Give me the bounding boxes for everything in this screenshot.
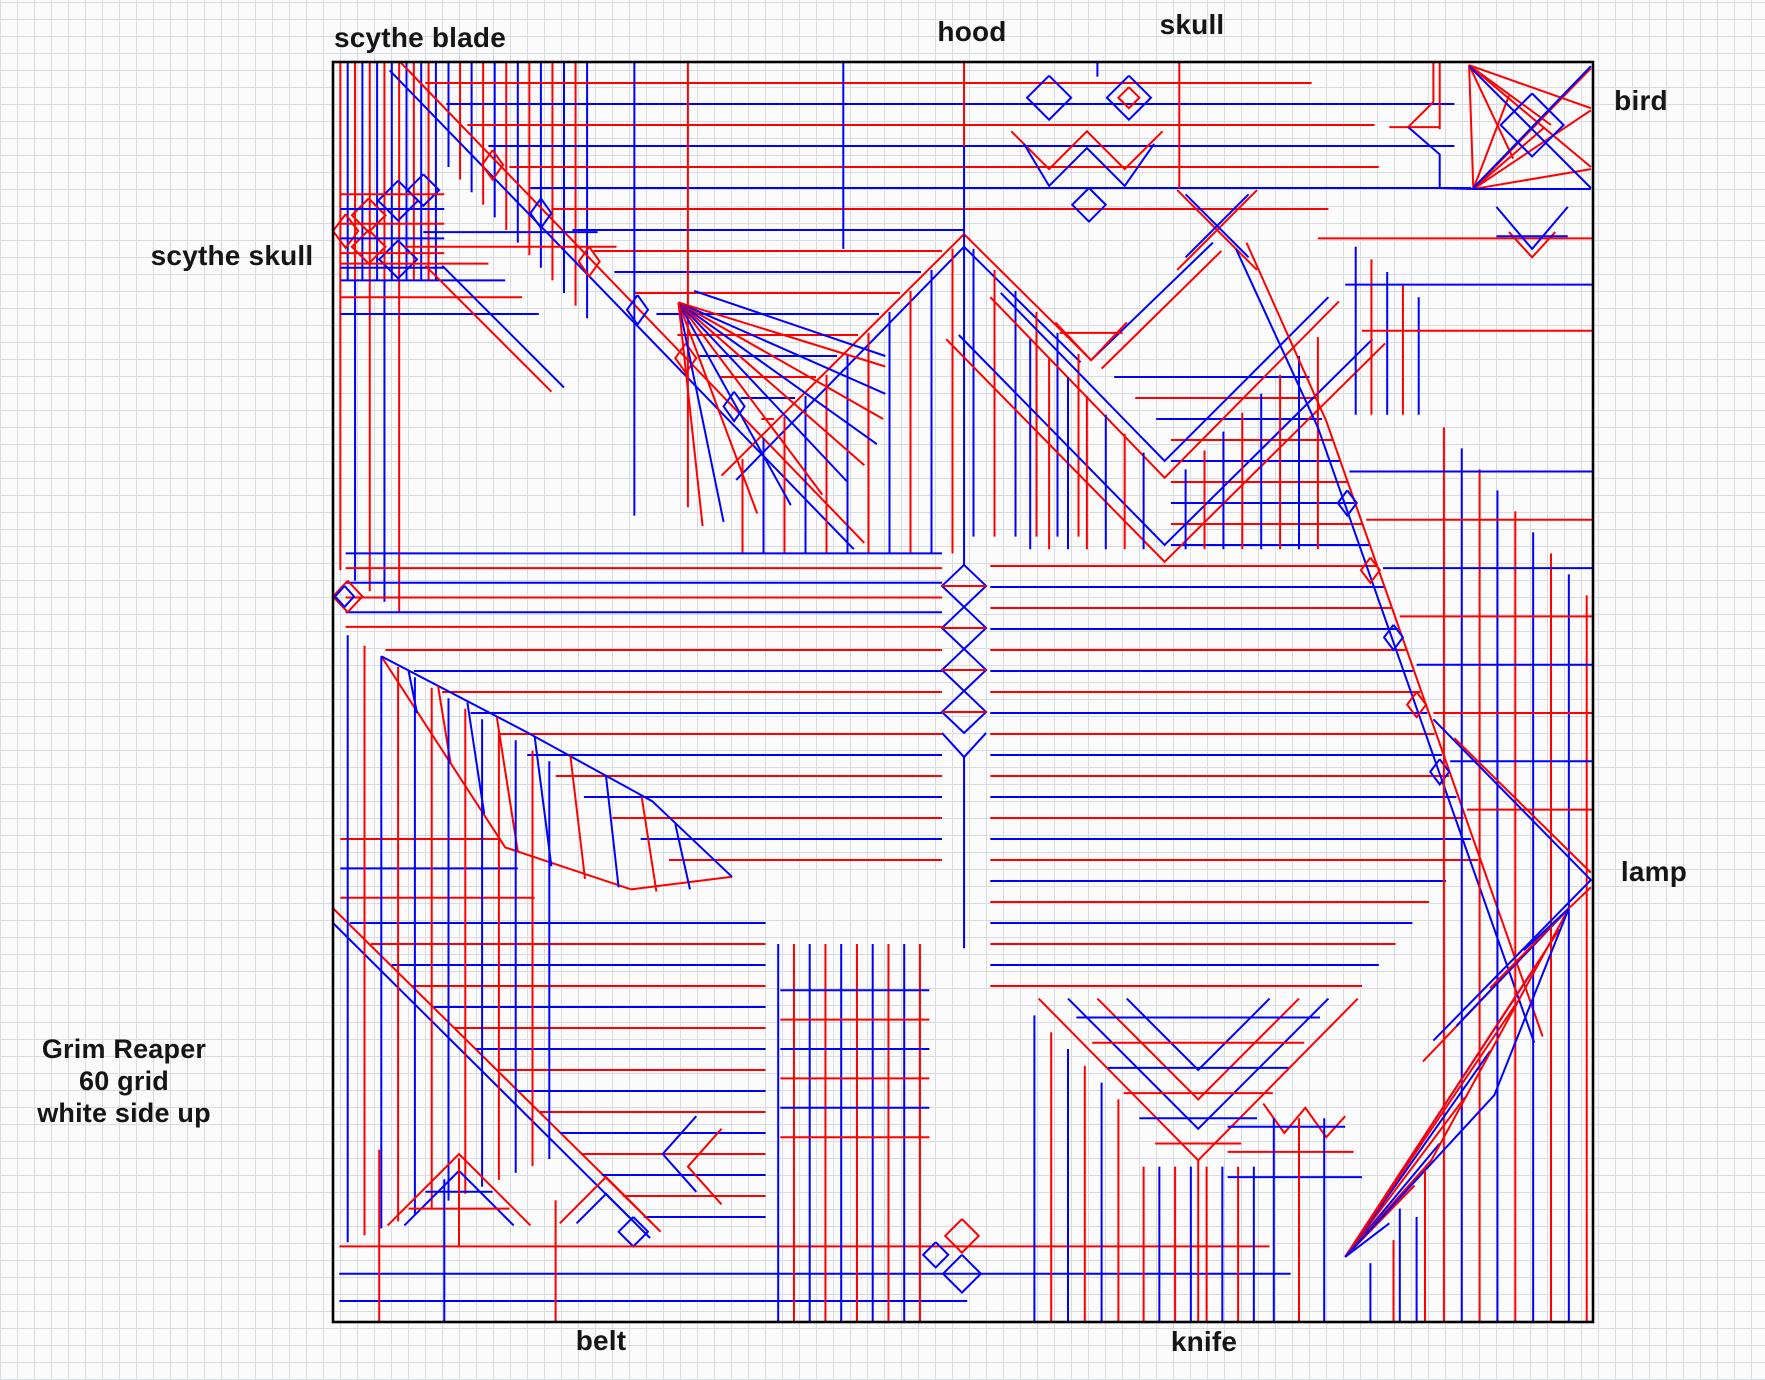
note-line-side: white side up	[37, 1097, 211, 1128]
label-scythe-skull: scythe skull	[150, 240, 314, 271]
note-line-grid: 60 grid	[79, 1066, 169, 1097]
label-scythe-blade: scythe blade	[333, 22, 507, 53]
label-skull: skull	[1159, 9, 1225, 40]
label-lamp: lamp	[1620, 856, 1688, 887]
note-line-title: Grim Reaper	[41, 1034, 207, 1065]
label-bird: bird	[1614, 85, 1668, 116]
pattern-note: Grim Reaper 60 grid white side up	[37, 1034, 211, 1130]
label-knife: knife	[1170, 1326, 1238, 1357]
label-hood: hood	[937, 16, 1007, 47]
label-belt: belt	[575, 1325, 627, 1356]
